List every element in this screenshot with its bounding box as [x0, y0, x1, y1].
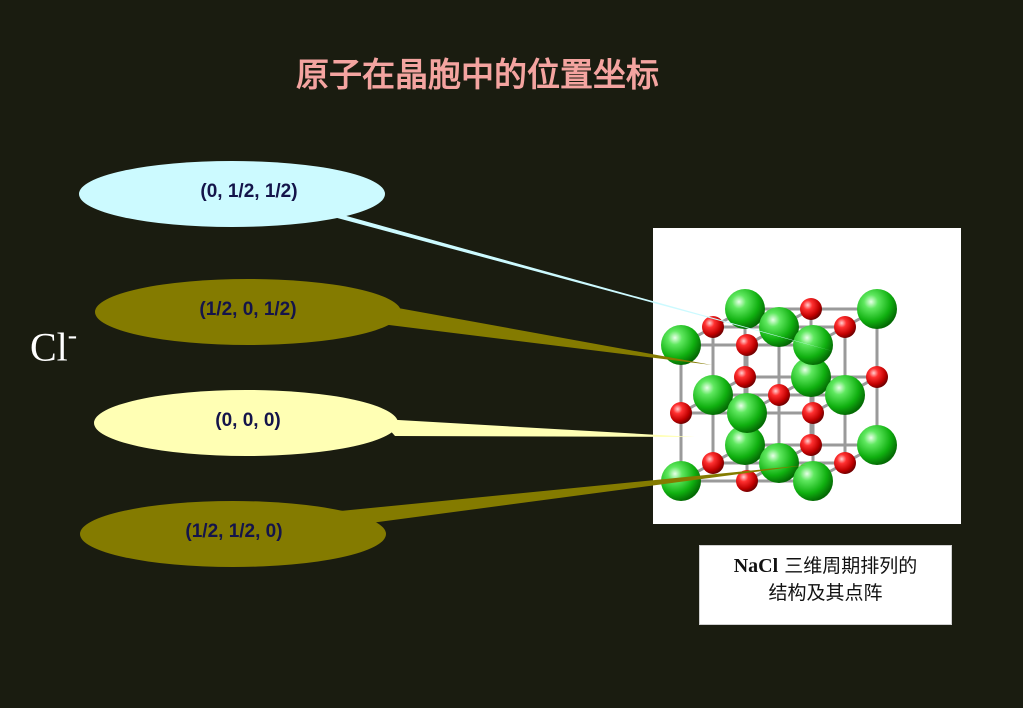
- chloride-ion-label: Cl-: [30, 320, 78, 370]
- na-atom: [800, 434, 822, 456]
- lattice-atoms: [661, 289, 897, 501]
- callout-label-0: (0, 1/2, 1/2): [200, 181, 298, 202]
- callout-label-3: (1/2, 1/2, 0): [185, 521, 283, 542]
- na-atom: [800, 298, 822, 320]
- ion-symbol: Cl: [30, 324, 68, 370]
- callout-label-1: (1/2, 0, 1/2): [199, 299, 297, 320]
- na-atom: [702, 316, 724, 338]
- callout-bubble: [95, 279, 401, 345]
- cl-atom: [693, 375, 733, 415]
- cl-atom: [727, 393, 767, 433]
- ion-charge: -: [67, 320, 78, 351]
- nacl-lattice-figure: [653, 228, 961, 524]
- nacl-crystal-lattice: [661, 289, 897, 501]
- callout-bubble: [94, 390, 398, 456]
- na-atom: [834, 316, 856, 338]
- figure-caption: NaCl 三维周期排列的 结构及其点阵: [699, 545, 952, 625]
- na-atom: [702, 452, 724, 474]
- cl-atom: [857, 425, 897, 465]
- callout-pointer: [300, 208, 836, 352]
- callout-pointer: [380, 419, 695, 437]
- cl-atom: [661, 325, 701, 365]
- cl-atom: [825, 375, 865, 415]
- cl-atom: [857, 289, 897, 329]
- callout-0: [79, 161, 836, 352]
- na-atom: [802, 402, 824, 424]
- na-atom: [670, 402, 692, 424]
- cl-atom: [725, 425, 765, 465]
- cl-atom: [759, 443, 799, 483]
- caption-formula: NaCl: [733, 555, 779, 577]
- callout-bubble: [80, 501, 386, 567]
- cl-atom: [791, 357, 831, 397]
- caption-line-2: 结构及其点阵: [768, 582, 883, 604]
- callout-bubble: [79, 161, 385, 227]
- caption-line-1: 三维周期排列的: [784, 555, 918, 577]
- callout-pointer: [365, 308, 712, 365]
- callout-3: [80, 465, 807, 567]
- callout-1: [95, 279, 712, 365]
- na-atom: [768, 384, 790, 406]
- callout-2: [94, 390, 695, 456]
- cl-atom: [793, 461, 833, 501]
- na-atom: [736, 470, 758, 492]
- callout-label-2: (0, 0, 0): [215, 410, 281, 431]
- slide-title: 原子在晶胞中的位置坐标: [296, 55, 659, 94]
- na-atom: [734, 366, 756, 388]
- cl-atom: [759, 307, 799, 347]
- cl-atom: [725, 289, 765, 329]
- na-atom: [736, 334, 758, 356]
- na-atom: [834, 452, 856, 474]
- na-atom: [866, 366, 888, 388]
- cl-atom: [793, 325, 833, 365]
- callout-pointer: [320, 465, 807, 525]
